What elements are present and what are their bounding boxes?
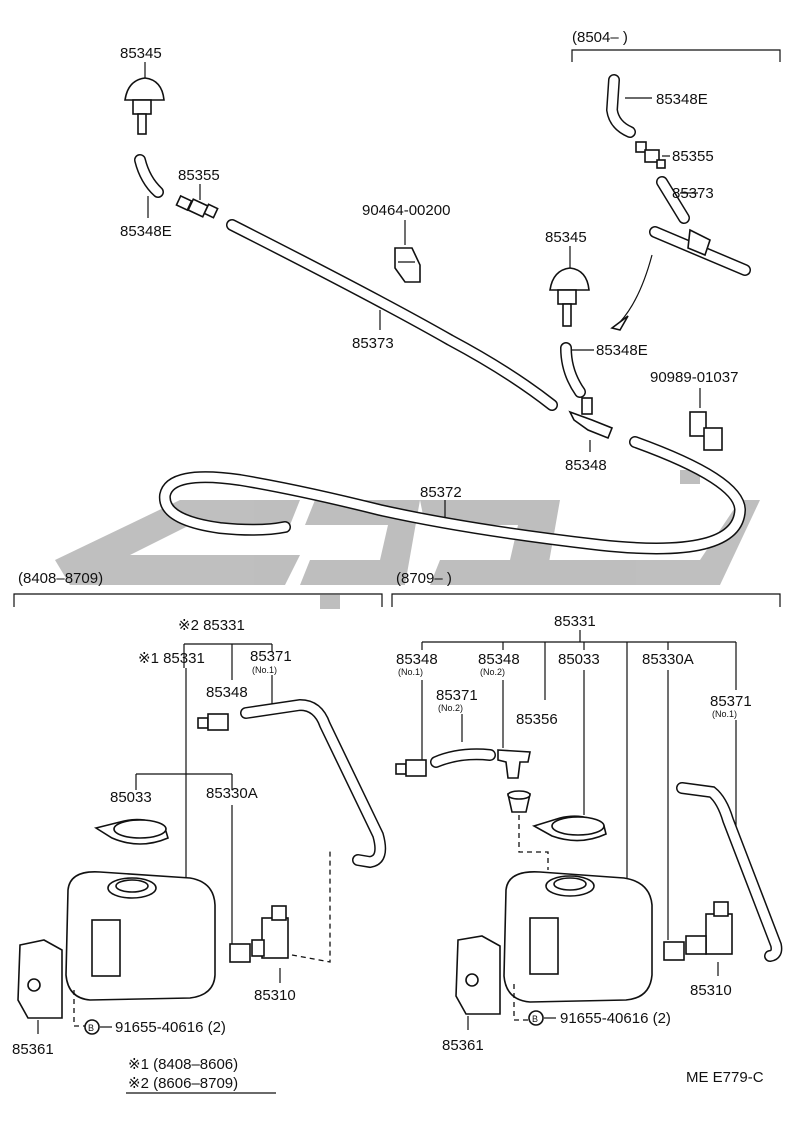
label-joint: 85348 bbox=[565, 457, 607, 474]
label-range-hose-long: 85373 bbox=[672, 185, 714, 202]
left-range-bracket bbox=[13, 593, 383, 607]
label-clip-right: 90989-01037 bbox=[650, 369, 738, 386]
diagram-code: ME E779-C bbox=[686, 1069, 764, 1086]
right-joint-no2 bbox=[497, 749, 531, 779]
label-right-cap: 85033 bbox=[558, 651, 600, 668]
range-tee-joint bbox=[649, 226, 751, 276]
hose-clip-right bbox=[689, 411, 723, 451]
right-hose-no1 bbox=[676, 782, 783, 962]
left-hose-no1 bbox=[240, 698, 387, 869]
label-right-hose-no1-sub: (No.1) bbox=[712, 709, 737, 719]
label-left-joint: 85348 bbox=[206, 684, 248, 701]
label-right-pump-seal: 85330A bbox=[642, 651, 694, 668]
label-right-hose-no2: 85371 bbox=[436, 687, 478, 704]
right-check-valve bbox=[507, 790, 531, 813]
right-bolt-mark: B bbox=[532, 1014, 538, 1024]
top-range-bracket bbox=[571, 49, 781, 62]
left-bracket bbox=[17, 939, 63, 1019]
washer-nozzle-right bbox=[549, 267, 590, 327]
top-range-label: (8504– ) bbox=[572, 29, 628, 46]
right-hose-no2 bbox=[430, 748, 496, 768]
hose-right-short bbox=[560, 342, 586, 398]
range-hose-upper bbox=[605, 74, 636, 138]
right-bolt-circle bbox=[528, 1010, 544, 1026]
label-right-joint-no2: 85348 bbox=[478, 651, 520, 668]
range-check-valve bbox=[635, 141, 666, 169]
label-left-tank-v2: ※2 85331 bbox=[178, 617, 245, 634]
label-clip-top: 90464-00200 bbox=[362, 202, 450, 219]
washer-nozzle-left bbox=[124, 77, 165, 135]
label-left-hose-no1-sub: (No.1) bbox=[252, 665, 277, 675]
label-valve-left: 85355 bbox=[178, 167, 220, 184]
label-hose-long-main: 85373 bbox=[352, 335, 394, 352]
label-hose-loop: 85372 bbox=[420, 484, 462, 501]
right-pump bbox=[663, 901, 733, 961]
label-right-joint-no1-sub: (No.1) bbox=[398, 667, 423, 677]
left-joint bbox=[197, 713, 229, 731]
hose-left-short bbox=[134, 154, 164, 198]
leader-right-tree bbox=[421, 630, 737, 890]
right-range-bracket bbox=[391, 593, 781, 607]
left-pump bbox=[229, 905, 289, 963]
hose-loop bbox=[158, 436, 747, 555]
check-valve-left bbox=[175, 194, 219, 219]
left-range-label: (8408–8709) bbox=[18, 570, 103, 587]
left-tank-cap bbox=[93, 818, 169, 845]
range-arrow bbox=[619, 254, 653, 323]
tee-joint-top bbox=[568, 397, 614, 440]
hose-clip-top bbox=[394, 247, 421, 283]
label-hose-right-short: 85348E bbox=[596, 342, 648, 359]
label-left-cap: 85033 bbox=[110, 789, 152, 806]
right-joint-no1 bbox=[395, 759, 427, 777]
right-tank-cap bbox=[531, 815, 607, 842]
label-left-bolt: 91655-40616 (2) bbox=[115, 1019, 226, 1036]
label-hose-left-short: 85348E bbox=[120, 223, 172, 240]
left-bolt-circle bbox=[84, 1019, 100, 1035]
label-left-bracket: 85361 bbox=[12, 1041, 54, 1058]
label-left-pump-seal: 85330A bbox=[206, 785, 258, 802]
label-nozzle-left: 85345 bbox=[120, 45, 162, 62]
range-hose-long bbox=[656, 176, 690, 224]
label-left-tank-v1: ※1 85331 bbox=[138, 650, 205, 667]
label-right-valve: 85356 bbox=[516, 711, 558, 728]
right-bracket bbox=[455, 935, 501, 1015]
label-right-joint-no1: 85348 bbox=[396, 651, 438, 668]
right-range-label: (8709– ) bbox=[396, 570, 452, 587]
right-valve-dash bbox=[518, 815, 549, 870]
hose-long-main bbox=[226, 219, 558, 411]
left-bolt-mark: B bbox=[88, 1023, 94, 1033]
label-nozzle-right: 85345 bbox=[545, 229, 587, 246]
label-right-hose-no1: 85371 bbox=[710, 693, 752, 710]
label-right-joint-no2-sub: (No.2) bbox=[480, 667, 505, 677]
label-left-pump: 85310 bbox=[254, 987, 296, 1004]
right-bolt-dash bbox=[513, 984, 528, 1021]
left-pump-dash bbox=[291, 848, 331, 963]
left-washer-tank bbox=[65, 871, 216, 1001]
label-range-hose: 85348E bbox=[656, 91, 708, 108]
label-right-bracket: 85361 bbox=[442, 1037, 484, 1054]
label-range-valve: 85355 bbox=[672, 148, 714, 165]
right-washer-tank bbox=[503, 871, 653, 1003]
label-right-tank: 85331 bbox=[554, 613, 596, 630]
label-right-pump: 85310 bbox=[690, 982, 732, 999]
leader-left-tree bbox=[183, 643, 273, 900]
left-note-1: ※1 (8408–8606) bbox=[128, 1056, 238, 1073]
left-note-2: ※2 (8606–8709) bbox=[128, 1075, 238, 1092]
left-bolt-dash bbox=[73, 990, 86, 1027]
label-right-bolt: 91655-40616 (2) bbox=[560, 1010, 671, 1027]
label-right-hose-no2-sub: (No.2) bbox=[438, 703, 463, 713]
leader-left-cap-pump bbox=[135, 773, 233, 945]
label-left-hose-no1: 85371 bbox=[250, 648, 292, 665]
